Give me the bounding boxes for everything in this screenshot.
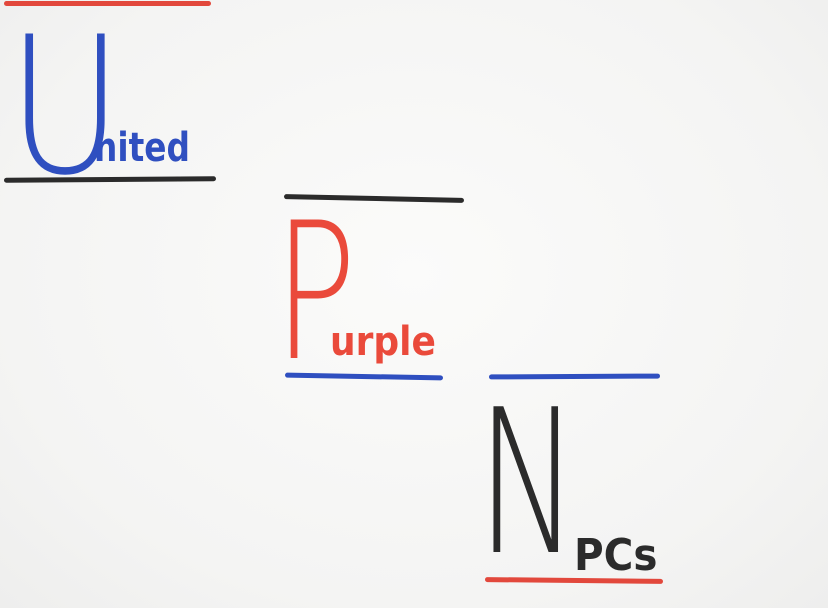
word-suffix-urple: urple [330,319,436,365]
big-letter-n: N [477,367,579,600]
word-suffix-pcs: PCs [574,530,658,581]
bottom-underline-black [3,176,217,183]
top-underline-red [4,1,211,6]
big-letter-u: U [8,0,123,217]
word-suffix-nited: nited [94,125,191,171]
big-letter-p: P [274,182,357,403]
